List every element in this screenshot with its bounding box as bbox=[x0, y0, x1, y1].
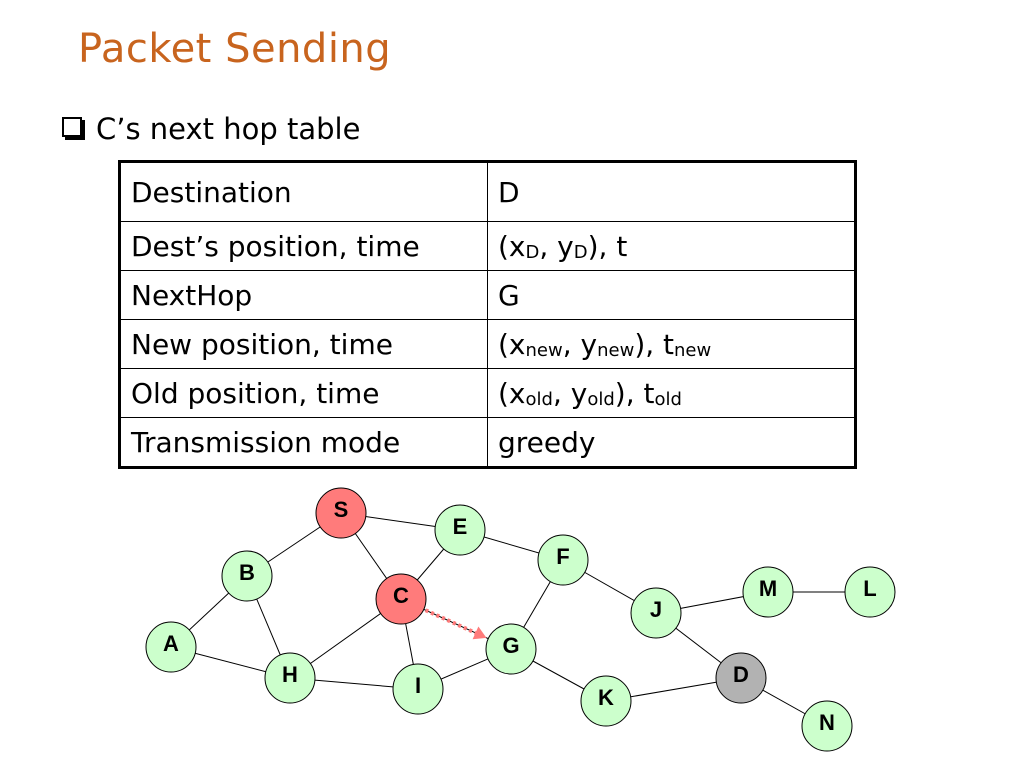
node-label: L bbox=[863, 576, 876, 601]
table-row: Old position, time(xold, yold), told bbox=[119, 368, 856, 418]
node-label: C bbox=[393, 583, 409, 608]
row-value: D bbox=[487, 161, 856, 222]
node-s: S bbox=[315, 487, 367, 539]
node-g: G bbox=[485, 623, 537, 675]
node-label: E bbox=[453, 514, 468, 539]
node-circle bbox=[630, 587, 682, 639]
node-label: F bbox=[556, 544, 569, 569]
value-text: , y bbox=[562, 327, 598, 361]
value-text: ), t bbox=[587, 229, 628, 263]
table-row: New position, time(xnew, ynew), tnew bbox=[119, 319, 856, 369]
node-f: F bbox=[537, 534, 589, 586]
value-subscript: D bbox=[525, 241, 540, 263]
value-text: , y bbox=[552, 376, 588, 410]
node-circle bbox=[375, 573, 427, 625]
row-label: Dest’s position, time bbox=[119, 221, 488, 271]
node-circle bbox=[221, 550, 273, 602]
node-label: K bbox=[598, 685, 614, 710]
node-b: B bbox=[221, 550, 273, 602]
page-title: Packet Sending bbox=[78, 26, 392, 72]
value-text: (x bbox=[498, 376, 526, 410]
value-subscript: old bbox=[654, 388, 682, 410]
value-text: (x bbox=[498, 327, 526, 361]
node-circle bbox=[801, 700, 853, 752]
value-text: , y bbox=[539, 229, 574, 263]
node-circle bbox=[580, 675, 632, 727]
node-h: H bbox=[264, 652, 316, 704]
subtitle: C’s next hop table bbox=[62, 112, 360, 146]
value-text: ), t bbox=[614, 376, 655, 410]
row-value: (xnew, ynew), tnew bbox=[487, 319, 856, 369]
node-circle bbox=[742, 566, 794, 618]
node-label: I bbox=[415, 673, 421, 698]
node-e: E bbox=[434, 504, 486, 556]
value-text: G bbox=[498, 278, 520, 312]
value-text: ), t bbox=[634, 327, 675, 361]
node-label: G bbox=[502, 633, 519, 658]
node-label: A bbox=[163, 631, 179, 656]
row-label: Transmission mode bbox=[119, 417, 488, 468]
node-circle bbox=[485, 623, 537, 675]
node-circle bbox=[315, 487, 367, 539]
table-row: Destination D bbox=[119, 161, 856, 222]
node-label: J bbox=[650, 597, 662, 622]
row-label: Old position, time bbox=[119, 368, 488, 418]
value-subscript: new bbox=[525, 339, 563, 361]
subtitle-text: C’s next hop table bbox=[96, 112, 361, 146]
value-text: (x bbox=[498, 229, 526, 263]
value-text: D bbox=[498, 175, 520, 209]
node-d: D bbox=[715, 652, 767, 704]
node-circle bbox=[392, 663, 444, 715]
node-circle bbox=[145, 621, 197, 673]
row-value: greedy bbox=[487, 417, 856, 468]
node-label: D bbox=[733, 662, 749, 687]
node-l: L bbox=[844, 566, 896, 618]
node-label: S bbox=[334, 497, 349, 522]
row-value: (xD, yD), t bbox=[487, 221, 856, 271]
node-a: A bbox=[145, 621, 197, 673]
node-label: M bbox=[759, 576, 777, 601]
node-n: N bbox=[801, 700, 853, 752]
value-subscript: old bbox=[525, 388, 553, 410]
node-circle bbox=[844, 566, 896, 618]
table-row: Transmission mode greedy bbox=[119, 417, 856, 468]
value-subscript: old bbox=[587, 388, 615, 410]
row-label: New position, time bbox=[119, 319, 488, 369]
value-text: greedy bbox=[498, 425, 596, 459]
node-i: I bbox=[392, 663, 444, 715]
row-label: Destination bbox=[119, 161, 488, 222]
row-value: G bbox=[487, 270, 856, 320]
next-hop-arrow bbox=[424, 608, 480, 637]
checkbox-bullet-icon bbox=[62, 117, 82, 137]
node-label: B bbox=[239, 560, 255, 585]
node-circle bbox=[264, 652, 316, 704]
table-row: Dest’s position, time(xD, yD), t bbox=[119, 221, 856, 271]
node-circle bbox=[715, 652, 767, 704]
node-circle bbox=[434, 504, 486, 556]
row-value: (xold, yold), told bbox=[487, 368, 856, 418]
network-graph: S E F B C M L J A G H D I K N bbox=[145, 487, 896, 752]
node-label: H bbox=[282, 662, 298, 687]
node-m: M bbox=[742, 566, 794, 618]
node-j: J bbox=[630, 587, 682, 639]
node-circle bbox=[537, 534, 589, 586]
value-subscript: new bbox=[597, 339, 635, 361]
node-c: C bbox=[375, 573, 427, 625]
node-label: N bbox=[819, 710, 835, 735]
value-subscript: D bbox=[573, 241, 588, 263]
row-label: NextHop bbox=[119, 270, 488, 320]
value-subscript: new bbox=[674, 339, 712, 361]
node-k: K bbox=[580, 675, 632, 727]
arrow-head-icon bbox=[472, 626, 487, 640]
table-row: NextHop G bbox=[119, 270, 856, 320]
